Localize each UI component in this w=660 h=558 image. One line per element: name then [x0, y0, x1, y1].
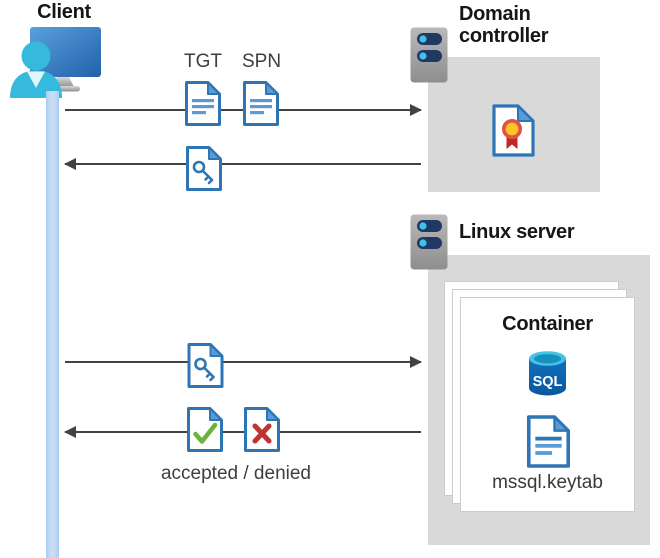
- accepted-document-icon: [186, 406, 224, 453]
- server-icon: [410, 27, 448, 83]
- arrow-response-ticket: [64, 157, 421, 171]
- linux-server-title: Linux server: [459, 221, 575, 243]
- kerberos-ticket-document-icon: [186, 342, 225, 389]
- client-title: Client: [37, 1, 91, 23]
- arrowhead-right-icon: [410, 104, 422, 116]
- domain-controller-title: Domain controller: [459, 3, 549, 47]
- arrowhead-left-icon: [64, 426, 76, 438]
- arrowhead-left-icon: [64, 158, 76, 170]
- keytab-filename-label: mssql.keytab: [492, 472, 603, 493]
- server-icon: [410, 214, 448, 270]
- spn-document-icon: [242, 80, 280, 127]
- spn-label: SPN: [242, 51, 282, 72]
- arrow-line: [65, 163, 421, 165]
- client-lifeline: [46, 91, 59, 558]
- accepted-denied-label: accepted / denied: [160, 463, 311, 484]
- container-card: Container SQL mssql.keytab: [460, 297, 635, 512]
- kerberos-ticket-document-icon: [185, 145, 223, 192]
- client-workstation-icon: [8, 25, 108, 98]
- container-title: Container: [502, 313, 593, 335]
- arrow-line: [65, 431, 421, 433]
- certificate-document-icon: [491, 103, 536, 158]
- tgt-label: TGT: [184, 51, 222, 72]
- sql-database-icon: SQL: [526, 350, 569, 397]
- tgt-document-icon: [184, 80, 222, 127]
- sql-badge-text: SQL: [533, 374, 563, 390]
- arrow-accept-deny-response: [64, 425, 421, 439]
- denied-document-icon: [243, 406, 281, 453]
- keytab-document-icon: [525, 414, 572, 469]
- arrow-line: [65, 361, 421, 363]
- arrow-send-ticket-to-server: [65, 355, 422, 369]
- arrowhead-right-icon: [410, 356, 422, 368]
